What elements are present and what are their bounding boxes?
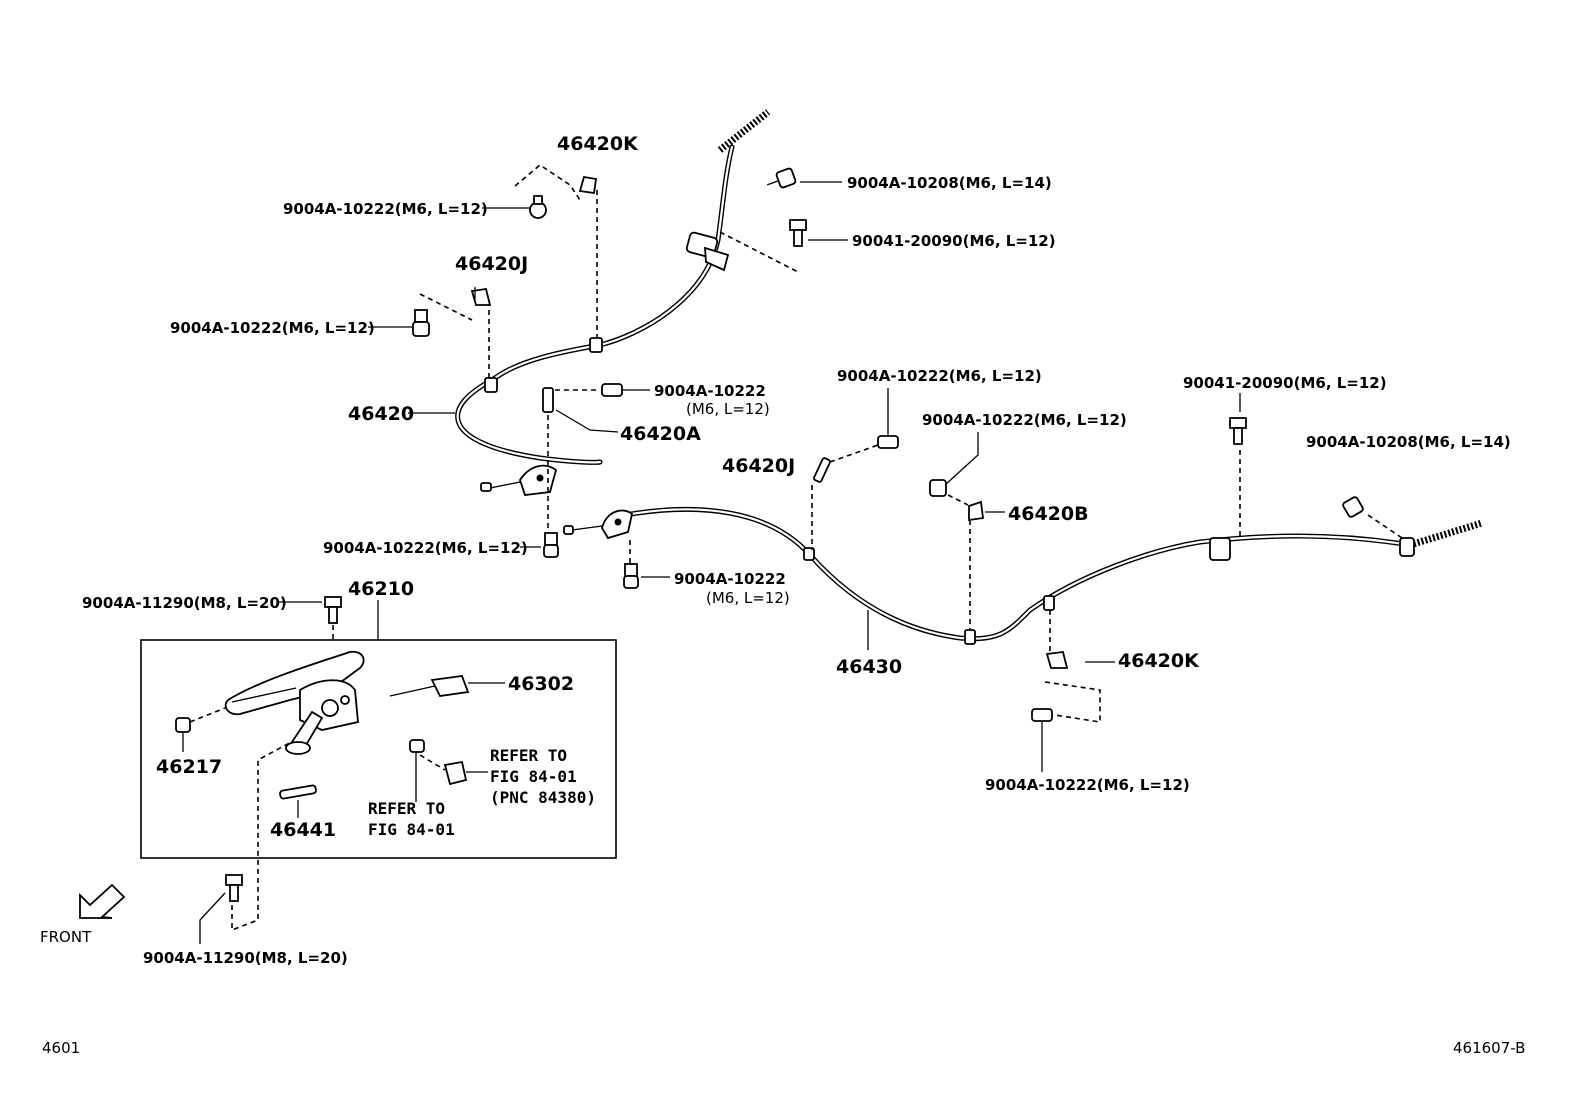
- label-46302: 46302: [508, 673, 574, 695]
- label-bolt-11290-bottom: 9004A-11290(M8, L=20): [143, 949, 348, 967]
- label-bolt-10222-g-2: (M6, L=12): [706, 589, 790, 607]
- label-46420J-top: 46420J: [455, 253, 528, 275]
- label-46420A: 46420A: [620, 423, 701, 445]
- label-bolt-20090-right: 90041-20090(M6, L=12): [1183, 374, 1387, 392]
- label-46430: 46430: [836, 656, 902, 678]
- label-46420: 46420: [348, 403, 414, 425]
- front-arrow-icon: [79, 883, 126, 919]
- label-46441: 46441: [270, 819, 336, 841]
- label-46420K-top: 46420K: [557, 133, 639, 155]
- fasteners: [225, 167, 1364, 902]
- label-refer-a-1: REFER TO: [490, 746, 567, 765]
- label-bolt-20090-top: 90041-20090(M6, L=12): [852, 232, 1056, 250]
- label-bolt-10222-c-2: (M6, L=12): [686, 400, 770, 418]
- label-bolt-10222-d: 9004A-10222(M6, L=12): [837, 367, 1042, 385]
- label-front: FRONT: [40, 928, 92, 946]
- label-bolt-10222-c-1: 9004A-10222: [654, 382, 766, 400]
- leader-lines: [182, 181, 1241, 944]
- label-46420K-right: 46420K: [1118, 650, 1200, 672]
- label-bolt-10222-e: 9004A-10222(M6, L=12): [922, 411, 1127, 429]
- label-refer-a-2: FIG 84-01: [490, 767, 577, 786]
- label-46210: 46210: [348, 578, 414, 600]
- label-bolt-10222-f: 9004A-10222(M6, L=12): [323, 539, 528, 557]
- cable-46430: [563, 506, 1484, 645]
- label-46420J-mid: 46420J: [722, 455, 795, 477]
- label-refer-b-2: FIG 84-01: [368, 820, 455, 839]
- footer-right: 461607-B: [1453, 1039, 1525, 1057]
- part-labels: 46420K 9004A-10208(M6, L=14) 90041-20090…: [40, 133, 1525, 1057]
- label-bolt-10222-b: 9004A-10222(M6, L=12): [170, 319, 375, 337]
- label-refer-b-1: REFER TO: [368, 799, 445, 818]
- label-bolt-10208-top: 9004A-10208(M6, L=14): [847, 174, 1052, 192]
- label-bolt-10222-g-1: 9004A-10222: [674, 570, 786, 588]
- label-bolt-11290-top: 9004A-11290(M8, L=20): [82, 594, 287, 612]
- label-46420B: 46420B: [1008, 503, 1089, 525]
- label-bolt-10222-h: 9004A-10222(M6, L=12): [985, 776, 1190, 794]
- lever-assembly-46210: [140, 600, 617, 859]
- label-46217: 46217: [156, 756, 222, 778]
- label-bolt-10208-right: 9004A-10208(M6, L=14): [1306, 433, 1511, 451]
- assembly-dashed-lines: [189, 164, 1406, 932]
- label-refer-a-3: (PNC 84380): [490, 788, 596, 807]
- label-bolt-10222-a: 9004A-10222(M6, L=12): [283, 200, 488, 218]
- cable-46420: [455, 109, 771, 496]
- footer-left: 4601: [42, 1039, 80, 1057]
